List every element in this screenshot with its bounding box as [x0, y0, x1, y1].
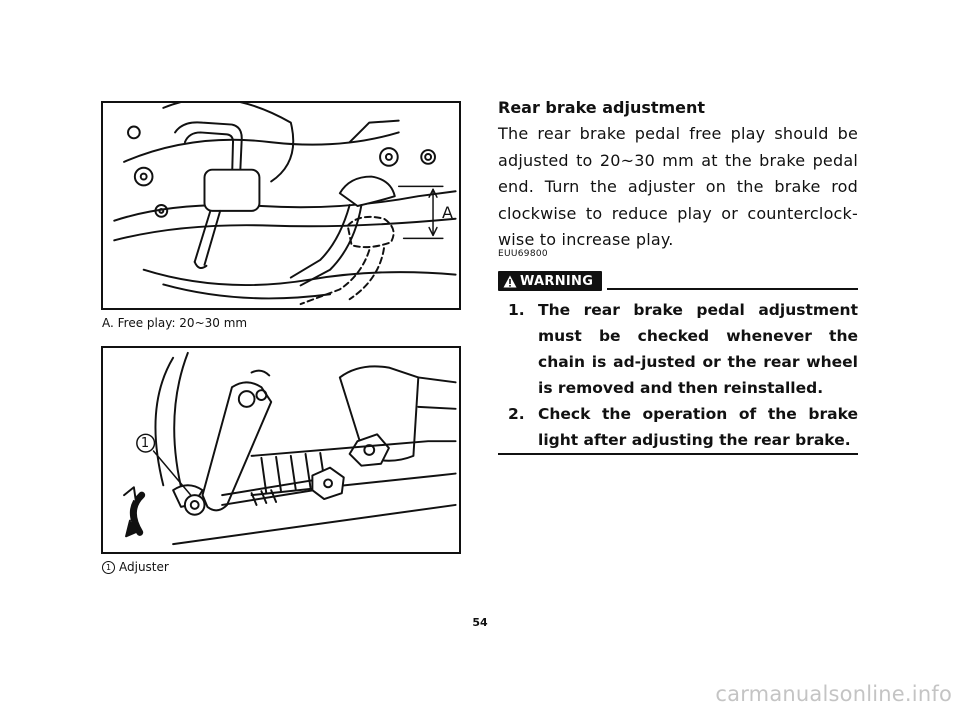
callout-number-1: 1 [140, 436, 150, 451]
section-code: EUU69800 [498, 249, 548, 259]
warning-item-text: The rear brake pedal adjustment must be … [538, 301, 858, 397]
warning-item: 2. Check the operation of the brake ligh… [508, 401, 858, 453]
brake-pedal-illustration [101, 101, 461, 310]
page-number: 54 [472, 616, 488, 629]
caption-number-circle: 1 [102, 561, 115, 574]
section-heading: Rear brake adjustment [498, 98, 706, 117]
section-body: The rear brake pedal free play should be… [498, 124, 858, 249]
warning-item: 1. The rear brake pedal adjustment must … [508, 297, 858, 401]
warning-item-text: Check the operation of the brake light a… [538, 405, 858, 449]
watermark: carmanualsonline.info [715, 682, 952, 706]
caption-text: Adjuster [119, 560, 169, 574]
figure1-caption: A. Free play: 20~30 mm [102, 316, 248, 330]
figure2-caption: 1 Adjuster [102, 560, 169, 574]
warning-list: 1. The rear brake pedal adjustment must … [508, 297, 858, 453]
warning-rule-top [607, 288, 858, 290]
dimension-label-a: A [442, 203, 453, 222]
brake-rod-adjuster-illustration [101, 346, 461, 554]
warning-item-number: 2. [508, 405, 525, 423]
warning-label: WARNING [520, 273, 594, 289]
warning-item-number: 1. [508, 301, 525, 319]
warning-badge: WARNING [498, 271, 602, 291]
warning-rule-bottom [498, 453, 858, 455]
warning-triangle-icon [503, 275, 517, 287]
